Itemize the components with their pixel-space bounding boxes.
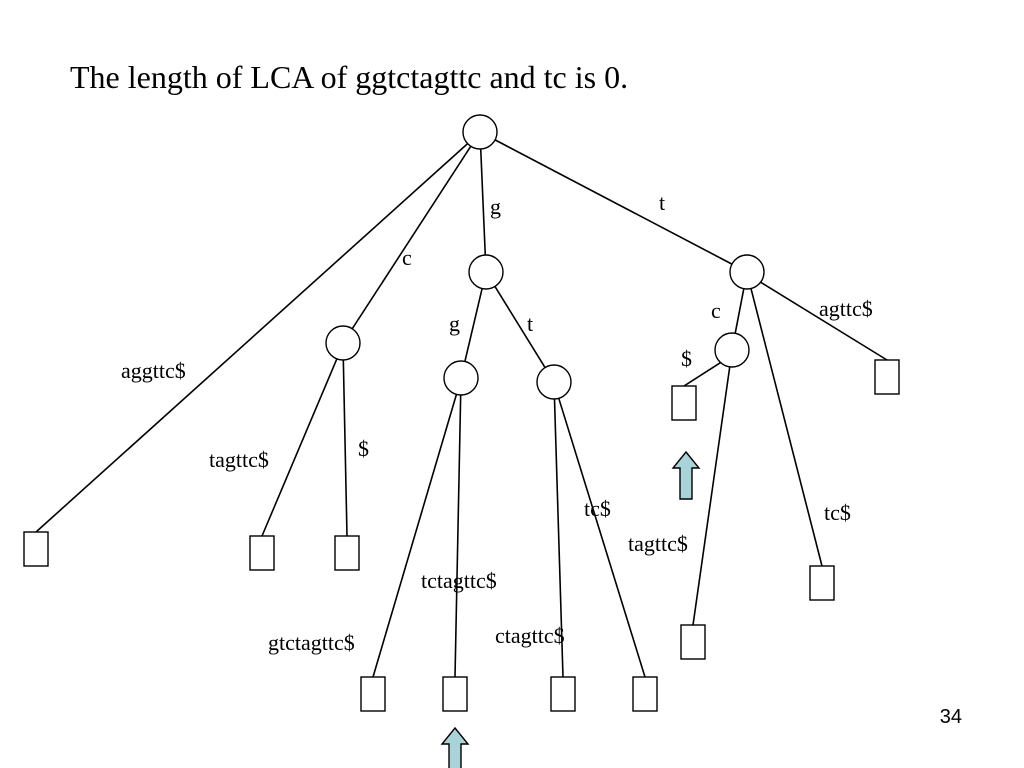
tree-edge: [692, 366, 731, 626]
tree-edge: [479, 148, 487, 256]
tree-edge: [557, 398, 646, 678]
leaf-node: [334, 535, 360, 571]
edge-label: gtctagttc$: [268, 630, 355, 655]
internal-node: [325, 325, 361, 361]
tree-edge: [342, 359, 348, 537]
up-arrow-icon: [440, 726, 470, 768]
tree-edge: [464, 288, 483, 362]
edge-label: tc$: [824, 500, 851, 525]
edge-label: $: [358, 436, 369, 461]
internal-node: [443, 360, 479, 396]
internal-node: [729, 254, 765, 290]
edge-label: ctagttc$: [495, 623, 565, 648]
edge-label: t: [527, 311, 533, 336]
leaf-node: [671, 385, 697, 421]
leaf-node: [680, 624, 706, 660]
internal-node: [714, 332, 750, 368]
edge-label: tagttc$: [209, 447, 269, 472]
leaf-node: [360, 676, 386, 712]
edge-label: tctagttc$: [421, 568, 497, 593]
tree-edge: [372, 394, 458, 678]
page-number: 34: [939, 706, 962, 728]
tree-edge: [750, 288, 823, 567]
edge-label: $: [681, 346, 692, 371]
leaf-node: [874, 359, 900, 395]
edge-label: agttc$: [819, 296, 873, 321]
tree-edge: [683, 361, 722, 387]
leaf-node: [249, 535, 275, 571]
tree-edge: [35, 143, 469, 533]
edge-label: aggttc$: [121, 358, 186, 383]
leaf-node: [632, 676, 658, 712]
up-arrow-icon: [671, 450, 701, 500]
tree-edge: [261, 358, 338, 537]
internal-node: [536, 364, 572, 400]
edge-label: c: [711, 298, 721, 323]
tree-edge: [351, 145, 472, 330]
edge-label: g: [490, 194, 501, 219]
leaf-node: [23, 531, 49, 567]
slide-title: The length of LCA of ggtctagttc and tc i…: [70, 59, 629, 95]
edge-label: tc$: [584, 496, 611, 521]
edge-labels: aggttc$ c g t tagttc$ $ g t gtctagttc$ tctagttc$ c…: [121, 190, 873, 655]
highlight-arrows: [440, 450, 701, 768]
leaf-node: [809, 565, 835, 601]
internal-node: [462, 114, 498, 150]
edge-label: tagttc$: [628, 531, 688, 556]
tree-edge: [494, 139, 733, 265]
edge-label: g: [449, 311, 460, 336]
leaf-node: [442, 676, 468, 712]
internal-node: [468, 254, 504, 290]
edge-label: c: [402, 245, 412, 270]
tree-edge: [734, 288, 745, 334]
tree-edge: [494, 286, 546, 368]
tree-edges: [35, 139, 888, 678]
edge-label: t: [659, 190, 665, 215]
tree-edge: [760, 281, 888, 361]
tree-edge: [454, 394, 462, 678]
tree-nodes: [23, 114, 900, 712]
leaf-node: [550, 676, 576, 712]
tree-edge: [553, 398, 564, 678]
